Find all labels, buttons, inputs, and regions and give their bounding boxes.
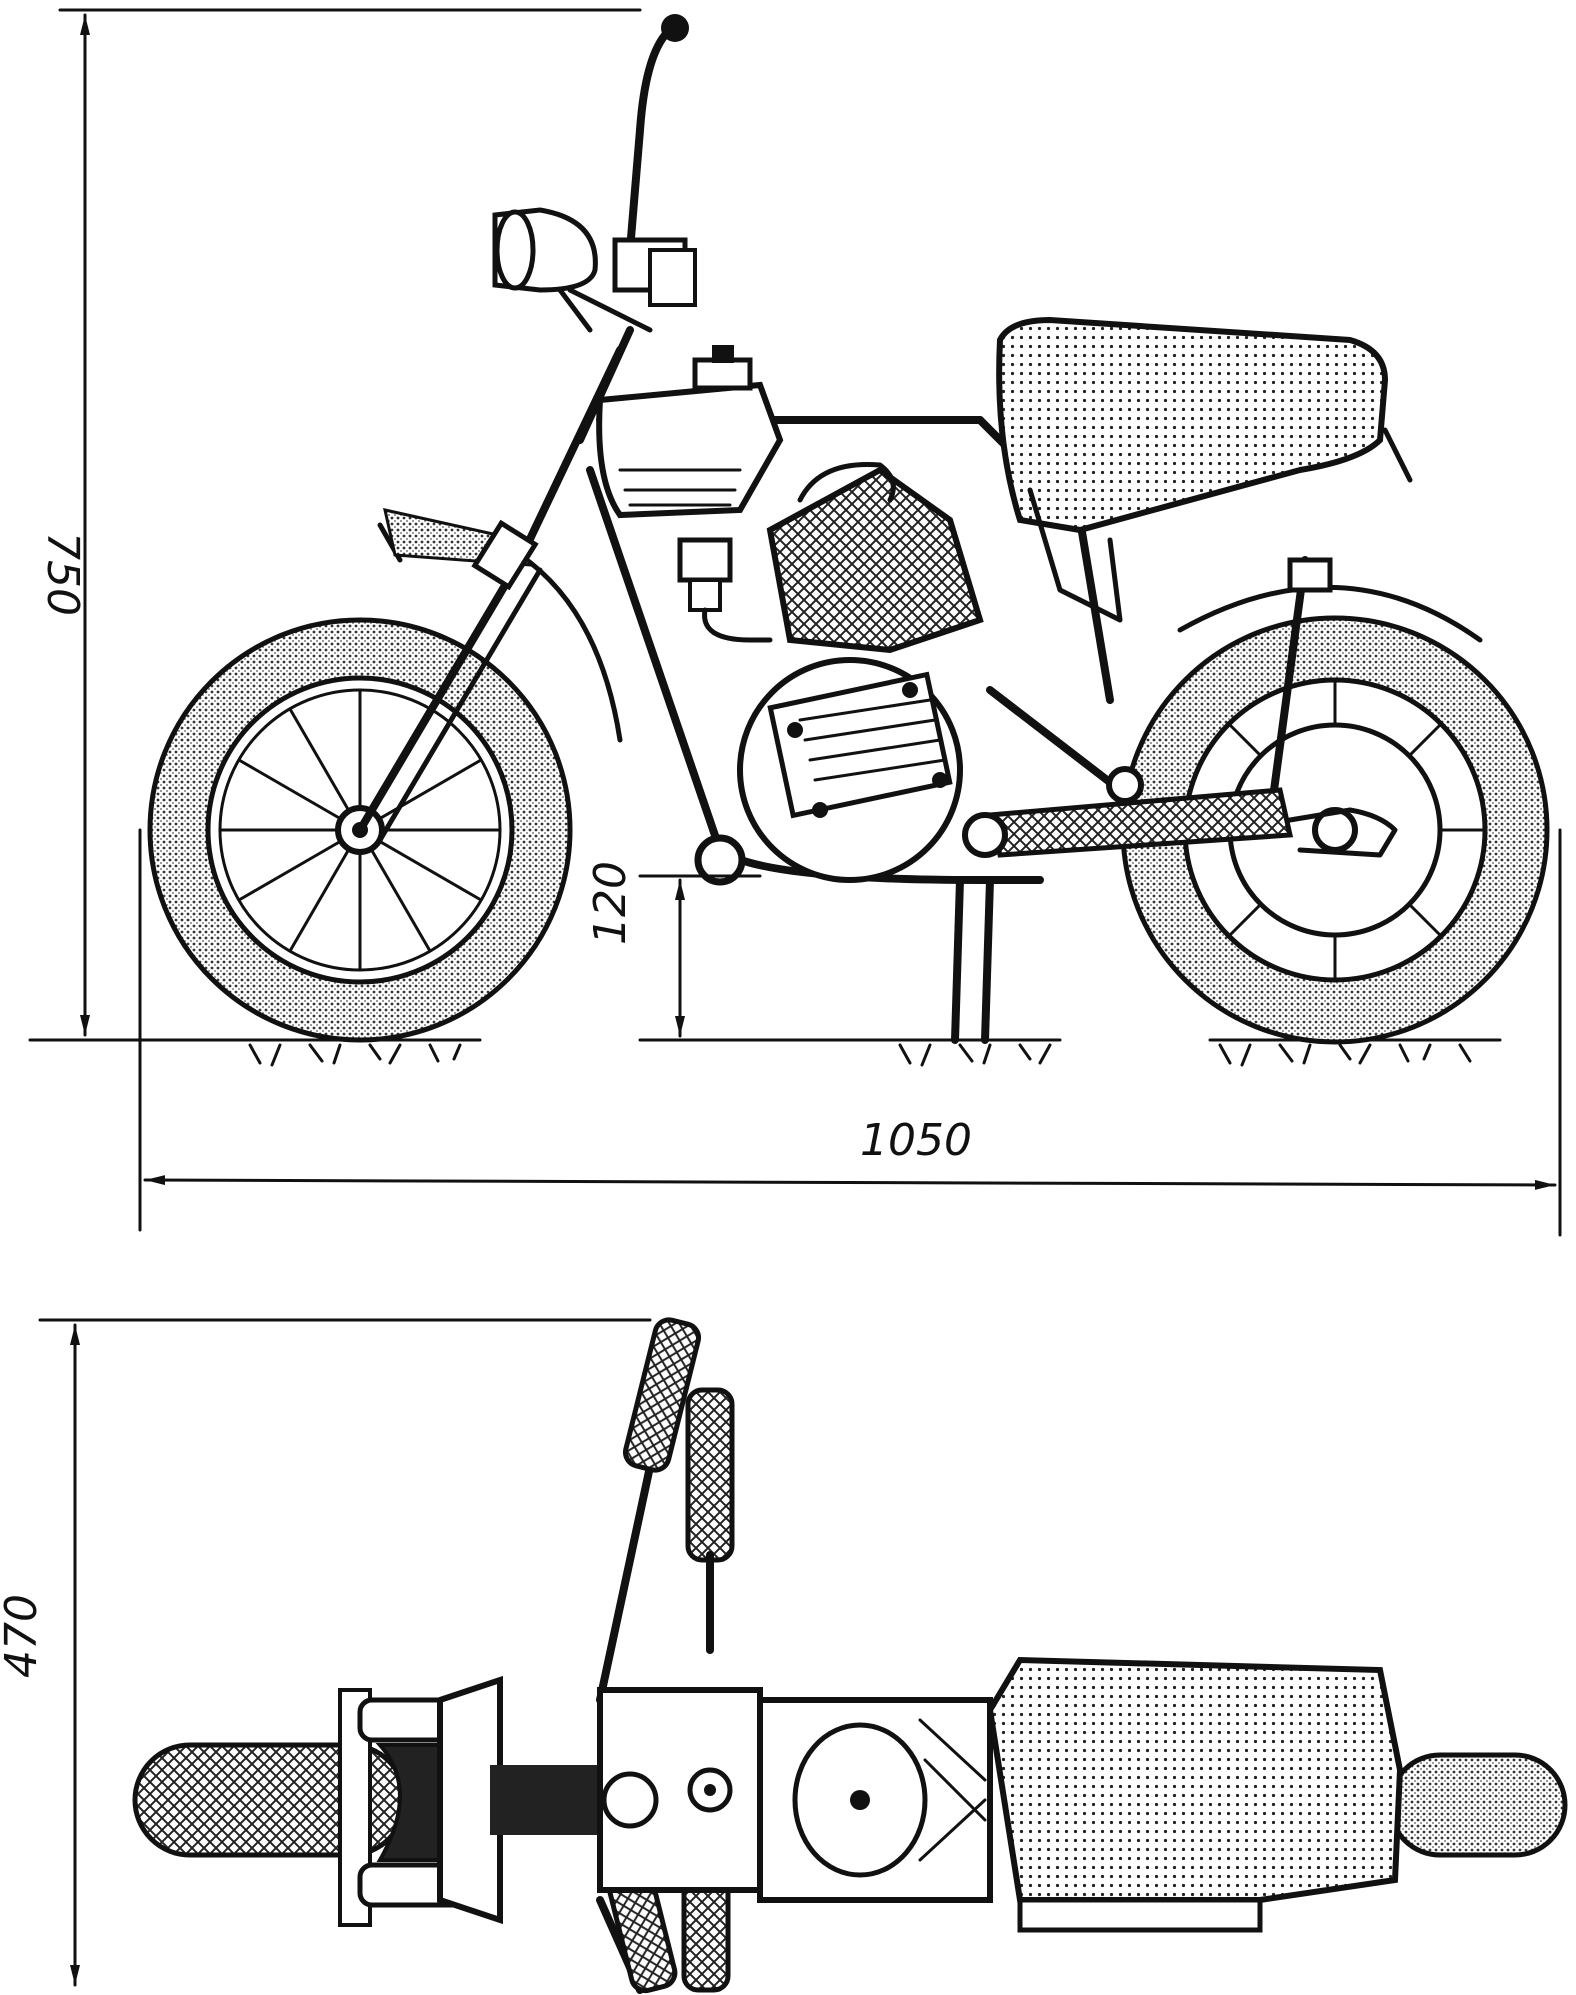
side-view: 750 120 1050 (28, 8, 1562, 1237)
headlight (492, 207, 598, 333)
top-seat (986, 1656, 1404, 1903)
dimension-width: 470 (0, 1318, 652, 1987)
kick-stand (951, 876, 994, 1044)
rear-fender (1177, 584, 1483, 643)
swing-arm (962, 686, 1398, 858)
top-rear-tyre (1387, 1752, 1568, 1858)
ground-clearance-label: 120 (585, 861, 636, 945)
engine (737, 461, 984, 883)
overall-height-label: 750 (37, 532, 88, 616)
front-fork (356, 519, 543, 843)
top-view: 470 (0, 1317, 1568, 1994)
dimension-length: 1050 (138, 828, 1562, 1237)
overall-width-label: 470 (0, 1594, 47, 1678)
ground-lines (28, 1038, 1502, 1067)
frame-node (694, 834, 746, 886)
handlebar (567, 14, 697, 444)
dimension-clearance: 120 (585, 861, 762, 1038)
carburettor (677, 537, 773, 643)
seat (996, 316, 1413, 623)
rear-shock (1266, 556, 1333, 824)
top-headlight-assembly (338, 1675, 600, 1927)
top-steering-head (597, 1687, 763, 1893)
top-engine (757, 1697, 993, 1903)
rear-wheel (1120, 615, 1550, 1045)
fuel-tank (596, 345, 784, 519)
overall-length-label: 1050 (860, 1115, 972, 1166)
dimension-height: 750 (37, 8, 642, 1037)
